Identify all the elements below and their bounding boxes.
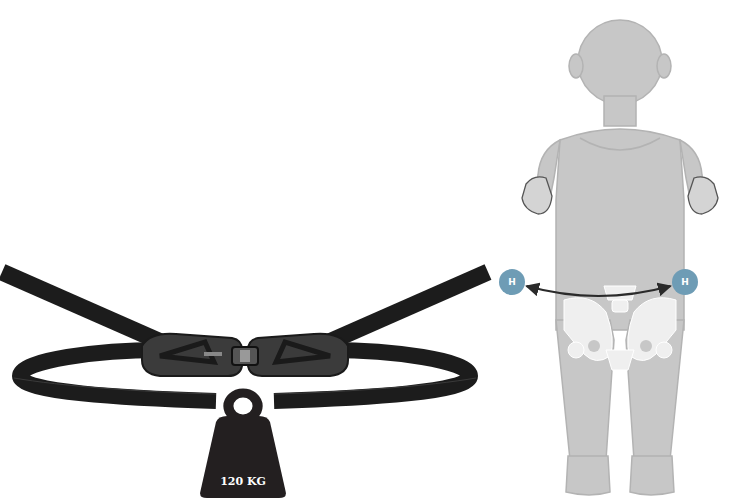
hip-marker: H bbox=[672, 269, 698, 295]
width-arrow bbox=[526, 286, 670, 296]
hip-label: H bbox=[508, 278, 516, 287]
weight-label: 120 KG bbox=[198, 475, 288, 488]
hip-label: H bbox=[681, 278, 689, 287]
weight-shape: 120 KG bbox=[198, 384, 288, 498]
hip-marker: H bbox=[499, 269, 525, 295]
